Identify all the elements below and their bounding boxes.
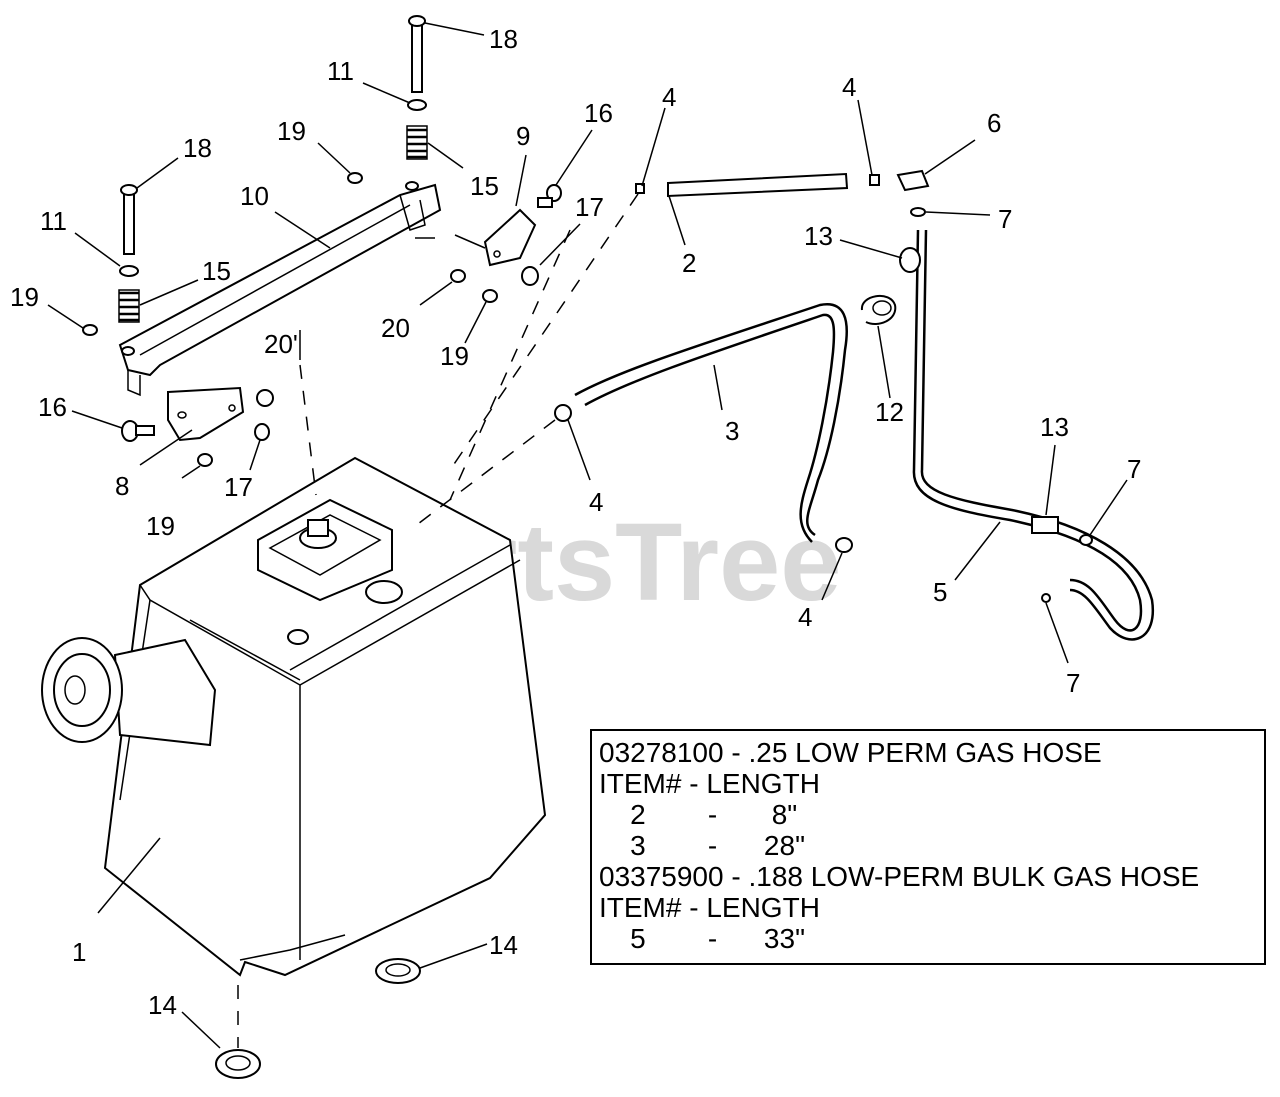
bolt-18-top (408, 15, 426, 93)
callout-8: 8 (115, 471, 129, 501)
callout-7-top: 7 (998, 204, 1012, 234)
bolt-16-left (121, 420, 155, 442)
screw-17-right (521, 266, 539, 286)
callout-4-top-right: 4 (842, 72, 856, 102)
callout-5: 5 (933, 577, 947, 607)
grommet-14-left (215, 1049, 261, 1079)
mounting-bracket (118, 181, 442, 397)
callout-4-top-left: 4 (662, 82, 676, 112)
callout-19-left: 19 (10, 282, 39, 312)
callout-20: 20 (381, 313, 410, 343)
callout-11-top: 11 (327, 56, 354, 86)
spec-line-5: 03375900 - .188 LOW-PERM BULK GAS HOSE (599, 861, 1200, 892)
callout-6: 6 (987, 108, 1001, 138)
washer-11-left (119, 265, 139, 277)
callout-15-top: 15 (470, 171, 499, 201)
callout-19-clip: 19 (146, 511, 175, 541)
clip-12 (861, 295, 897, 325)
clamp-13-lower (1031, 516, 1059, 534)
clamp-13-upper (899, 247, 921, 273)
spec-line-1: 03278100 - .25 LOW PERM GAS HOSE (599, 737, 1102, 768)
callout-7-right: 7 (1127, 454, 1141, 484)
nut-19-left (82, 324, 98, 336)
callout-7-bottom: 7 (1066, 668, 1080, 698)
bolt-16-right (537, 184, 562, 208)
clip-8 (167, 386, 245, 442)
callout-19-top: 19 (277, 116, 306, 146)
clamp-7-b (1079, 534, 1093, 546)
callout-11-left: 11 (40, 206, 67, 236)
clamp-4-a (635, 183, 645, 194)
nut-20-right (450, 269, 466, 283)
callout-17-left: 17 (224, 472, 253, 502)
callout-1: 1 (72, 937, 86, 967)
elbow-6 (896, 169, 930, 192)
callout-19-right: 19 (440, 341, 469, 371)
nut-19-right (482, 289, 498, 303)
callout-20-prime: 20' (264, 329, 298, 359)
callout-3: 3 (725, 416, 739, 446)
callout-14-left: 14 (148, 990, 177, 1020)
washer-11-top (407, 99, 427, 111)
callout-16-right: 16 (584, 98, 613, 128)
spec-line-7: 5 - 33" (599, 923, 806, 954)
hose-5 (912, 229, 1143, 632)
clamp-7-c (1041, 593, 1051, 603)
bolt-18-left (120, 184, 138, 255)
spring-15-left (118, 289, 140, 323)
spec-line-3: 2 - 8" (599, 799, 798, 830)
callout-15-left: 15 (202, 256, 231, 286)
clamp-7-a (910, 207, 926, 217)
fuel-tank (41, 456, 547, 977)
nut-19-top (347, 172, 363, 184)
callout-18-top: 18 (489, 24, 518, 54)
callout-4-bottom: 4 (798, 602, 812, 632)
callout-2: 2 (682, 248, 696, 278)
fitting-4-hose3 (554, 404, 572, 422)
clip-9 (483, 208, 537, 267)
hose-2 (667, 172, 849, 198)
clamp-4-b (869, 174, 880, 186)
callout-18-left: 18 (183, 133, 212, 163)
callout-16-left: 16 (38, 392, 67, 422)
nut-20-left (256, 389, 274, 407)
grommet-14-right (375, 958, 421, 984)
hose-3 (574, 302, 848, 537)
callout-12: 12 (875, 397, 904, 427)
spec-line-2: ITEM# - LENGTH (599, 768, 820, 799)
clamp-4-c (835, 537, 853, 553)
callout-17-right: 17 (575, 192, 604, 222)
callout-4-middle: 4 (589, 487, 603, 517)
callout-13-upper: 13 (804, 221, 833, 251)
spring-15-top (406, 125, 428, 160)
callout-9: 9 (516, 121, 530, 151)
callout-14-right: 14 (489, 930, 518, 960)
hose-spec-table: 03278100 - .25 LOW PERM GAS HOSE ITEM# -… (590, 729, 1266, 965)
callout-10: 10 (240, 181, 269, 211)
screw-17-left (254, 423, 270, 441)
spec-line-6: ITEM# - LENGTH (599, 892, 820, 923)
callout-13-lower: 13 (1040, 412, 1069, 442)
leader-lines (47, 22, 1128, 1049)
spec-line-4: 3 - 28" (599, 830, 806, 861)
nut-19-clip (197, 453, 213, 467)
